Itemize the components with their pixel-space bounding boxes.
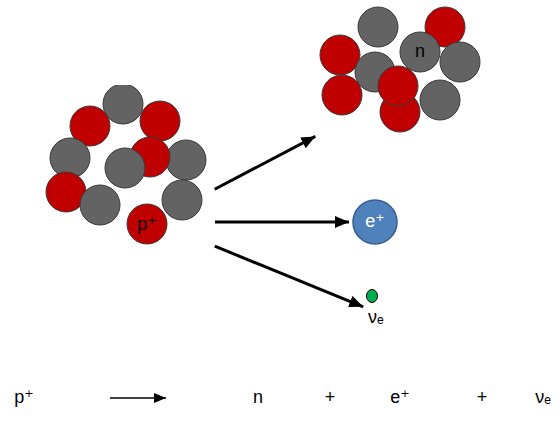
neutron-ball	[400, 32, 440, 72]
equation-term: +	[325, 388, 336, 408]
neutron-ball	[162, 180, 202, 220]
proton-ball	[320, 35, 360, 75]
decay-arrow	[215, 136, 316, 189]
particle-label: e⁺	[365, 212, 385, 232]
nucleus-cluster: n	[318, 5, 483, 135]
neutron-ball	[105, 148, 145, 188]
equation-term: p⁺	[14, 388, 34, 408]
reaction-arrow	[110, 397, 166, 399]
neutron-ball	[103, 85, 143, 124]
proton-ball	[378, 66, 418, 106]
neutron-ball	[80, 185, 120, 225]
neutron-ball	[440, 42, 480, 82]
nucleus-cluster: p⁺	[40, 85, 212, 250]
decay-arrow	[215, 220, 349, 223]
equation-term: νₑ	[535, 388, 551, 408]
equation-term: n	[253, 388, 263, 408]
proton-ball	[127, 204, 167, 244]
neutrino-dot	[367, 290, 378, 303]
equation-term: e⁺	[390, 388, 410, 408]
proton-ball	[322, 75, 362, 115]
proton-ball	[140, 101, 180, 141]
decay-arrow	[215, 246, 363, 307]
neutron-ball	[420, 80, 460, 120]
equation-term: +	[477, 388, 488, 408]
neutrino-shape	[366, 288, 380, 304]
nucleus-illustration	[318, 5, 483, 135]
neutron-ball	[166, 140, 206, 180]
particle-circle: e⁺	[352, 199, 398, 245]
nucleus-illustration	[40, 85, 212, 250]
particle-dot: νₑ	[366, 288, 386, 328]
neutron-ball	[358, 7, 398, 47]
particle-label: νₑ	[368, 308, 384, 328]
particle-label: n	[415, 42, 425, 62]
particle-label: p⁺	[137, 215, 157, 235]
positron-circle	[353, 200, 397, 244]
